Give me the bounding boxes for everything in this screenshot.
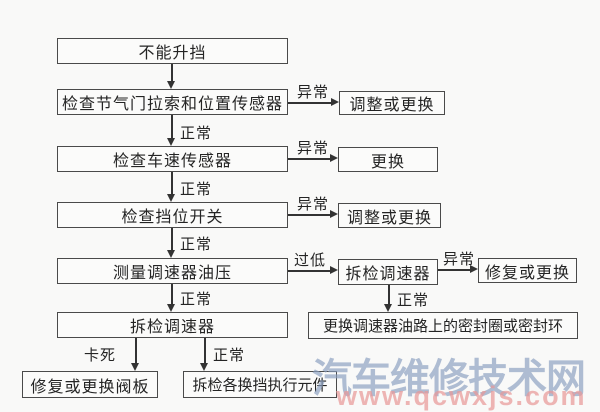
arrowhead-down-icon (200, 363, 208, 371)
node-disassemble-inspect-governor: 拆检调速器 (57, 312, 288, 338)
flow-connector-line (171, 228, 173, 250)
flow-connector-line (171, 172, 173, 194)
flow-connector-line (204, 338, 206, 363)
node-check-vehicle-speed-sensor: 检查车速传感器 (57, 146, 288, 172)
arrowhead-down-icon (384, 304, 392, 312)
flow-connector-line (288, 102, 331, 104)
flow-connector-line (288, 214, 330, 216)
flow-connector-line (288, 158, 330, 160)
arrowhead-right-icon (470, 265, 478, 273)
edge-label-normal-5: 正常 (397, 293, 430, 309)
edge-label-too-low: 过低 (294, 253, 327, 269)
node-check-gear-position-switch: 检查挡位开关 (57, 202, 288, 228)
edge-label-stuck: 卡死 (84, 348, 117, 364)
edge-label-normal-2: 正常 (180, 182, 213, 198)
node-measure-governor-oil-pressure: 测量调速器油压 (57, 258, 288, 284)
edge-label-normal-4: 正常 (180, 292, 213, 308)
arrowhead-right-icon (330, 210, 338, 218)
node-disassemble-inspect-shift-actuators: 拆检各换挡执行元件 (183, 371, 337, 398)
arrowhead-right-icon (330, 266, 338, 274)
arrowhead-down-icon (131, 363, 139, 371)
edge-label-abnormal-2: 异常 (297, 141, 330, 157)
flow-connector-line (288, 270, 330, 272)
arrowhead-down-icon (167, 138, 175, 146)
node-start: 不能升挡 (57, 38, 288, 64)
arrowhead-down-icon (167, 250, 175, 258)
edge-label-normal-3: 正常 (180, 237, 213, 253)
node-adjust-or-replace-2: 调整或更换 (338, 203, 441, 228)
watermark-site-url: www.qcwxjs.com (336, 381, 587, 411)
watermark-site-name: 汽车维修技术网 (312, 357, 586, 401)
flow-connector-line (135, 338, 137, 363)
arrowhead-down-icon (167, 194, 175, 202)
arrowhead-right-icon (331, 98, 339, 106)
arrowhead-right-icon (330, 154, 338, 162)
node-repair-or-replace: 修复或更换 (478, 258, 577, 283)
node-replace-governor-oil-circuit-seals: 更换调速器油路上的密封圈或密封环 (308, 312, 578, 339)
node-replace: 更换 (338, 147, 438, 172)
edge-label-abnormal-4: 异常 (443, 252, 476, 268)
edge-label-abnormal-1: 异常 (297, 85, 330, 101)
node-check-throttle-cable-position-sensor: 检查节气门拉索和位置传感器 (57, 89, 288, 115)
flow-connector-line (171, 284, 173, 304)
edge-label-normal-6: 正常 (213, 348, 246, 364)
arrowhead-down-icon (167, 304, 175, 312)
node-repair-or-replace-valve-plate: 修复或更换阀板 (22, 371, 158, 398)
flow-connector-line (171, 64, 173, 81)
node-adjust-or-replace-1: 调整或更换 (339, 91, 445, 115)
edge-label-normal-1: 正常 (180, 126, 213, 142)
flow-connector-line (388, 285, 390, 304)
arrowhead-down-icon (167, 81, 175, 89)
node-disassemble-inspect-governor-2: 拆检调速器 (338, 259, 438, 285)
flow-connector-line (171, 115, 173, 138)
flow-connector-line (438, 269, 470, 271)
edge-label-abnormal-3: 异常 (297, 197, 330, 213)
